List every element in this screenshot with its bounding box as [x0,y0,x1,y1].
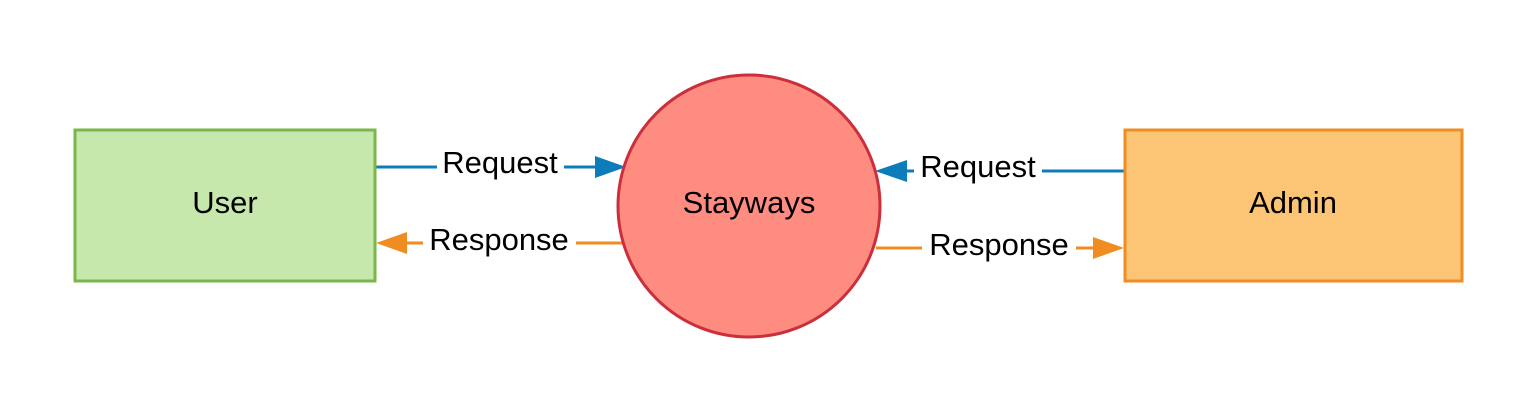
edge-admin-response: Response [876,227,1124,262]
node-user-box [73,128,377,283]
edge-admin-request: Request [875,149,1124,184]
edge-user-response-arrowhead [376,232,407,254]
node-admin-label: Admin [1249,185,1337,220]
node-stayways: Stayways [616,73,882,339]
edge-admin-response-label: Response [929,227,1069,262]
node-admin-box [1123,128,1464,283]
edge-user-response-label-bg [423,222,576,256]
node-user: User [73,128,377,283]
edge-user-request-arrowhead [595,156,626,178]
node-stayways-circle [616,73,882,339]
node-admin: Admin [1123,128,1464,283]
edge-user-request-label: Request [442,145,558,180]
edge-admin-request-arrowhead [875,160,907,182]
edge-admin-request-label: Request [920,149,1036,184]
node-stayways-label: Stayways [683,185,816,220]
edge-user-request-label-bg [437,146,564,180]
edge-user-response: Response [376,222,622,257]
edge-admin-response-label-bg [922,228,1076,262]
edge-user-response-label: Response [429,222,569,257]
edge-admin-request-label-bg [914,150,1042,184]
node-user-label: User [192,185,257,220]
edge-user-request: Request [376,145,626,180]
edge-admin-response-arrowhead [1093,237,1124,259]
